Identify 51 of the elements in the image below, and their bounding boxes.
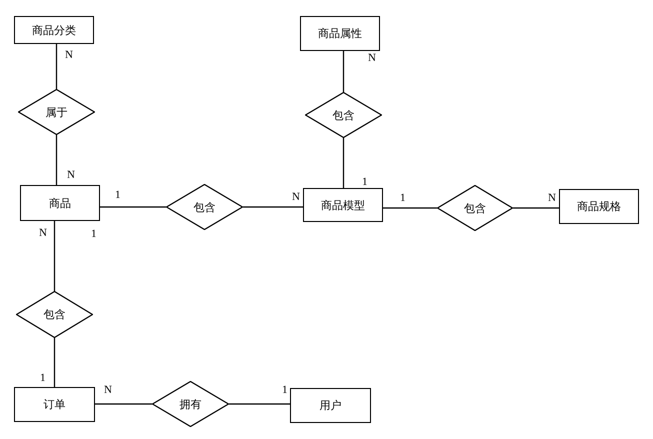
cardinality-label: N bbox=[548, 193, 556, 204]
relationship-diamond bbox=[437, 185, 513, 231]
entity-box bbox=[14, 387, 95, 422]
relationship-diamond bbox=[166, 184, 243, 230]
relationship-diamond bbox=[305, 92, 382, 138]
entity-label: 商品模型 bbox=[321, 198, 365, 212]
connector-line bbox=[383, 207, 437, 209]
connector-line bbox=[513, 207, 559, 209]
cardinality-label: 1 bbox=[40, 373, 46, 384]
entity-label: 包含 bbox=[194, 200, 216, 214]
cardinality-label: N bbox=[65, 50, 73, 61]
relationship-diamond bbox=[16, 291, 93, 338]
entity-label: 商品规格 bbox=[577, 199, 621, 214]
cardinality-label: N bbox=[39, 228, 47, 239]
connector-line bbox=[342, 51, 344, 92]
connector-line bbox=[95, 403, 152, 405]
cardinality-label: N bbox=[104, 385, 112, 396]
entity-box bbox=[559, 189, 639, 224]
cardinality-label: N bbox=[368, 53, 376, 64]
connector-line bbox=[243, 206, 303, 208]
connector-line bbox=[56, 135, 58, 185]
cardinality-label: 1 bbox=[91, 229, 96, 240]
entity-label: 包含 bbox=[332, 108, 354, 122]
entity-label: 商品分类 bbox=[32, 22, 76, 38]
connector-line bbox=[54, 338, 56, 387]
connector-line bbox=[54, 221, 56, 291]
entity-label: 拥有 bbox=[180, 396, 202, 412]
cardinality-label: 1 bbox=[400, 193, 406, 204]
entity-box bbox=[14, 16, 94, 44]
entity-box bbox=[303, 188, 383, 222]
connector-line bbox=[56, 44, 58, 89]
entity-label: 包含 bbox=[464, 200, 486, 216]
entity-box bbox=[290, 388, 371, 423]
connector-line bbox=[100, 206, 166, 208]
entity-label: 用户 bbox=[320, 398, 342, 413]
cardinality-label: N bbox=[67, 170, 75, 181]
cardinality-label: 1 bbox=[115, 190, 120, 201]
entity-box bbox=[20, 185, 100, 221]
cardinality-label: N bbox=[292, 192, 300, 203]
cardinality-label: 1 bbox=[362, 177, 368, 188]
entity-label: 属于 bbox=[46, 104, 68, 120]
entity-label: 包含 bbox=[44, 307, 66, 322]
entity-label: 商品 bbox=[49, 196, 71, 210]
entity-box bbox=[300, 16, 380, 51]
connector-line bbox=[342, 138, 344, 188]
connector-line bbox=[229, 403, 290, 405]
relationship-diamond bbox=[152, 381, 229, 427]
entity-label: 商品属性 bbox=[318, 26, 362, 41]
entity-label: 订单 bbox=[44, 397, 66, 412]
relationship-diamond bbox=[18, 89, 95, 135]
cardinality-label: 1 bbox=[282, 385, 288, 396]
